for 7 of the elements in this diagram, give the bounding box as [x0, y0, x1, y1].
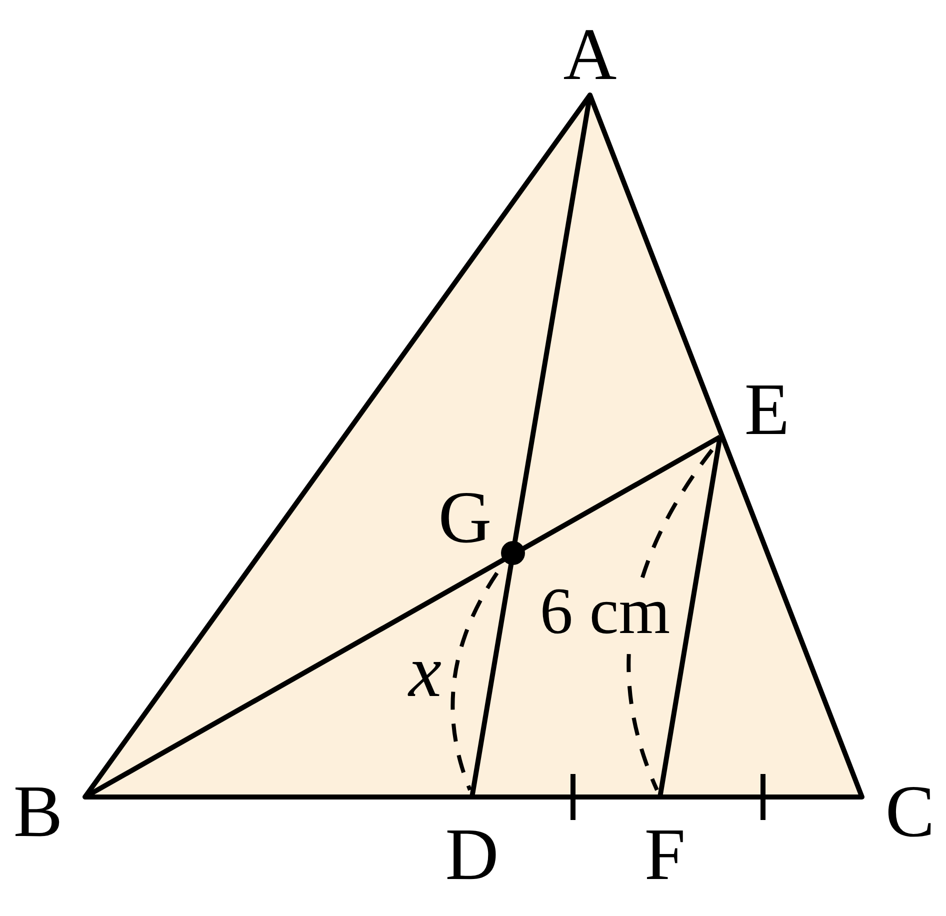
point-label: F — [644, 818, 686, 892]
point-label: A — [563, 18, 617, 92]
point-label: B — [13, 775, 63, 849]
point-label: C — [885, 775, 935, 849]
point-label: G — [438, 481, 492, 555]
point-label: D — [445, 818, 499, 892]
point-label: E — [744, 373, 790, 447]
